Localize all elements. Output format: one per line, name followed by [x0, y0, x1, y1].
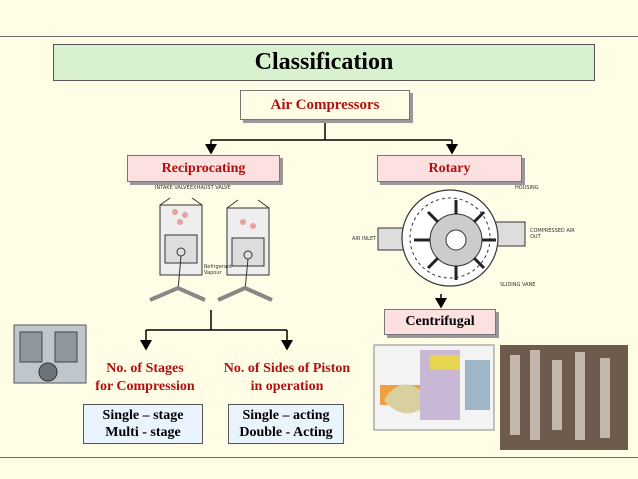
top-rule	[0, 36, 638, 37]
option-single-acting: Single – acting	[242, 408, 330, 423]
bottom-rule	[0, 457, 638, 458]
sides-line-2: in operation	[250, 379, 324, 394]
label-air-inlet: AIR INLET	[352, 236, 377, 242]
stages-line-2: for Compression	[95, 379, 195, 394]
option-single-stage: Single – stage	[102, 408, 184, 423]
label-intake-valve: INTAKE VALVE	[155, 185, 190, 191]
node-centrifugal: Centrifugal	[384, 309, 496, 335]
label-refrigerant-vapour: Refrigerant Vapour	[204, 264, 233, 276]
label-compressed-air-out: COMPRESSED AIR OUT	[530, 228, 575, 240]
acting-options-box: Single – acting Double - Acting	[228, 404, 344, 444]
node-no-of-sides: No. of Sides of Piston in operation	[209, 360, 365, 396]
diagram-title: Classification	[53, 44, 595, 81]
sides-line-1: No. of Sides of Piston	[223, 361, 351, 376]
node-reciprocating: Reciprocating	[127, 155, 280, 182]
option-multi-stage: Multi - stage	[105, 425, 181, 440]
option-double-acting: Double - Acting	[239, 425, 333, 440]
node-no-of-stages: No. of Stages for Compression	[82, 360, 208, 396]
root-node-air-compressors: Air Compressors	[240, 90, 410, 120]
label-sliding-vane: SLIDING VANE	[500, 282, 536, 288]
stages-options-box: Single – stage Multi - stage	[83, 404, 203, 444]
node-rotary: Rotary	[377, 155, 522, 182]
label-exhaust-valve: EXHAUST VALVE	[190, 185, 231, 191]
stages-line-1: No. of Stages	[106, 361, 184, 376]
label-housing: HOUSING	[515, 185, 539, 191]
